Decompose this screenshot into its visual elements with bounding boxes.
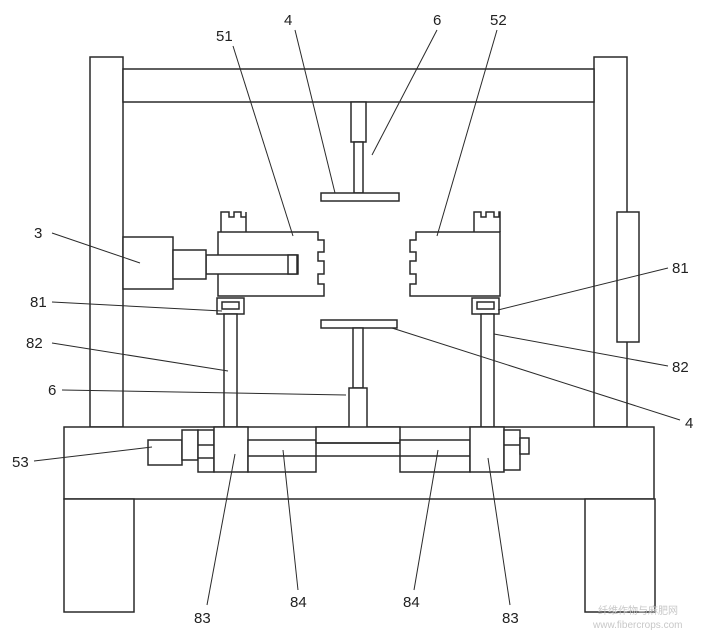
leader-52 <box>436 29 498 237</box>
motor-53 <box>147 439 183 466</box>
top-plate <box>320 192 400 202</box>
leader-51 <box>232 45 294 237</box>
leader-84-left <box>282 449 299 591</box>
bottom-press <box>320 319 398 429</box>
label-53: 53 <box>12 454 29 471</box>
leader-83-left <box>206 453 236 606</box>
label-51: 51 <box>216 28 233 45</box>
leader-84-right <box>413 449 439 591</box>
watermark-line2: www.fibercrops.com <box>592 620 682 631</box>
bottom-cylinder <box>348 387 368 429</box>
leader-4-right <box>391 327 681 421</box>
label-82-left: 82 <box>26 335 43 352</box>
right-nut-83 <box>469 426 505 473</box>
right-bearing-block <box>503 429 521 471</box>
top-cylinder <box>350 101 367 143</box>
left-column <box>89 56 124 428</box>
coupling <box>181 429 199 461</box>
leader-lines <box>33 29 681 606</box>
right-slide <box>471 297 500 428</box>
leader-83-right <box>487 457 511 606</box>
label-4-right: 4 <box>685 415 693 432</box>
right-post-82 <box>480 313 495 428</box>
label-83-right: 83 <box>502 610 519 627</box>
leader-6-mid <box>61 389 347 396</box>
leader-53 <box>33 446 153 462</box>
label-82-right: 82 <box>672 359 689 376</box>
top-beam <box>122 68 595 103</box>
watermark: 纤维作物与麻肥网 www.fibercrops.com <box>592 604 682 631</box>
leader-6-top <box>371 29 438 156</box>
right-clamp-slot <box>473 211 501 232</box>
label-84-left: 84 <box>290 594 307 611</box>
cylinder-3-body <box>122 236 174 290</box>
part-labels: 51 4 6 52 3 81 81 82 82 6 4 53 83 84 84 … <box>12 12 693 627</box>
left-clamp <box>205 211 325 297</box>
left-clamp-slot <box>220 211 247 232</box>
label-3: 3 <box>34 225 42 242</box>
right-clamp-body <box>409 231 501 297</box>
left-slider-81-inner <box>221 301 240 310</box>
side-bar <box>616 211 640 343</box>
label-6-mid: 6 <box>48 382 56 399</box>
top-rod <box>353 141 364 194</box>
label-81-left: 81 <box>30 294 47 311</box>
lead-screw-assembly <box>147 426 530 473</box>
leader-3 <box>51 232 141 264</box>
left-clamp-rod-end <box>287 254 298 275</box>
right-clamp <box>409 211 501 297</box>
bottom-plate <box>320 319 398 329</box>
center-coupler <box>315 426 401 444</box>
right-leg <box>584 498 656 613</box>
leader-82-right <box>493 333 669 367</box>
frame <box>89 56 628 428</box>
left-nut-83 <box>213 426 249 473</box>
right-slider-81-inner <box>476 301 495 310</box>
bottom-rod <box>352 327 364 389</box>
leader-81-left <box>51 301 223 312</box>
left-leg <box>63 498 135 613</box>
leader-4-top <box>294 29 336 194</box>
label-6-top: 6 <box>433 12 441 29</box>
label-84-right: 84 <box>403 594 420 611</box>
top-press <box>320 101 400 202</box>
label-83-left: 83 <box>194 610 211 627</box>
left-clamp-rod <box>205 254 299 275</box>
label-81-right: 81 <box>672 260 689 277</box>
right-end-stub <box>519 437 530 455</box>
watermark-line1: 纤维作物与麻肥网 <box>598 604 678 617</box>
leader-82-left <box>51 342 229 372</box>
cylinder-3-neck <box>172 249 207 280</box>
leader-81-right <box>497 267 669 311</box>
left-bearing-block <box>197 429 215 473</box>
left-slide <box>216 297 245 428</box>
left-cylinder <box>122 236 207 290</box>
label-4-top: 4 <box>284 12 292 29</box>
label-52: 52 <box>490 12 507 29</box>
